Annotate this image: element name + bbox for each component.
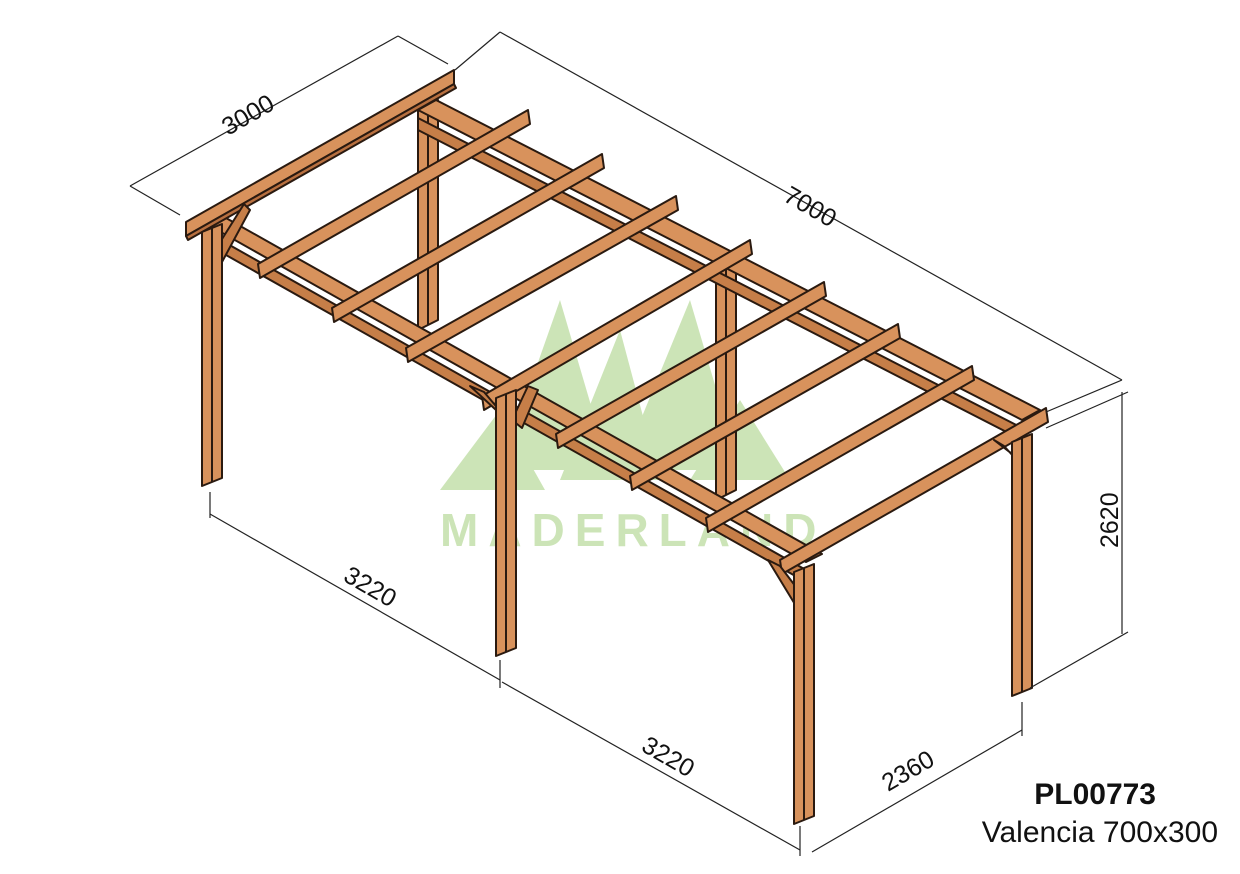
rafter-1 bbox=[185, 69, 455, 237]
rafter-9 bbox=[779, 407, 1049, 575]
post-front-middle bbox=[495, 389, 517, 657]
product-code: PL00773 bbox=[1034, 778, 1156, 811]
post-front-right bbox=[793, 563, 815, 825]
rafter-8 bbox=[705, 365, 975, 533]
post-front-left bbox=[201, 223, 223, 487]
rafter-3 bbox=[331, 153, 605, 323]
rafter-2 bbox=[257, 109, 531, 279]
dim-height-label: 2620 bbox=[1096, 492, 1124, 548]
dim-post-width-label: 2360 bbox=[877, 745, 939, 797]
brace-front-mid-right bbox=[511, 385, 539, 429]
post-back-right bbox=[1011, 433, 1033, 697]
rafters bbox=[185, 69, 1049, 575]
rafter-5 bbox=[481, 239, 753, 411]
product-name: Valencia 700x300 bbox=[981, 816, 1218, 849]
dimension-lines bbox=[129, 31, 1129, 856]
dim-width-label: 3000 bbox=[217, 89, 279, 141]
dim-length-label: 7000 bbox=[779, 181, 841, 233]
rafter-6 bbox=[555, 281, 827, 449]
rafter-7 bbox=[629, 323, 901, 491]
pergola-structure bbox=[185, 69, 1049, 825]
rafter-4 bbox=[405, 195, 679, 363]
